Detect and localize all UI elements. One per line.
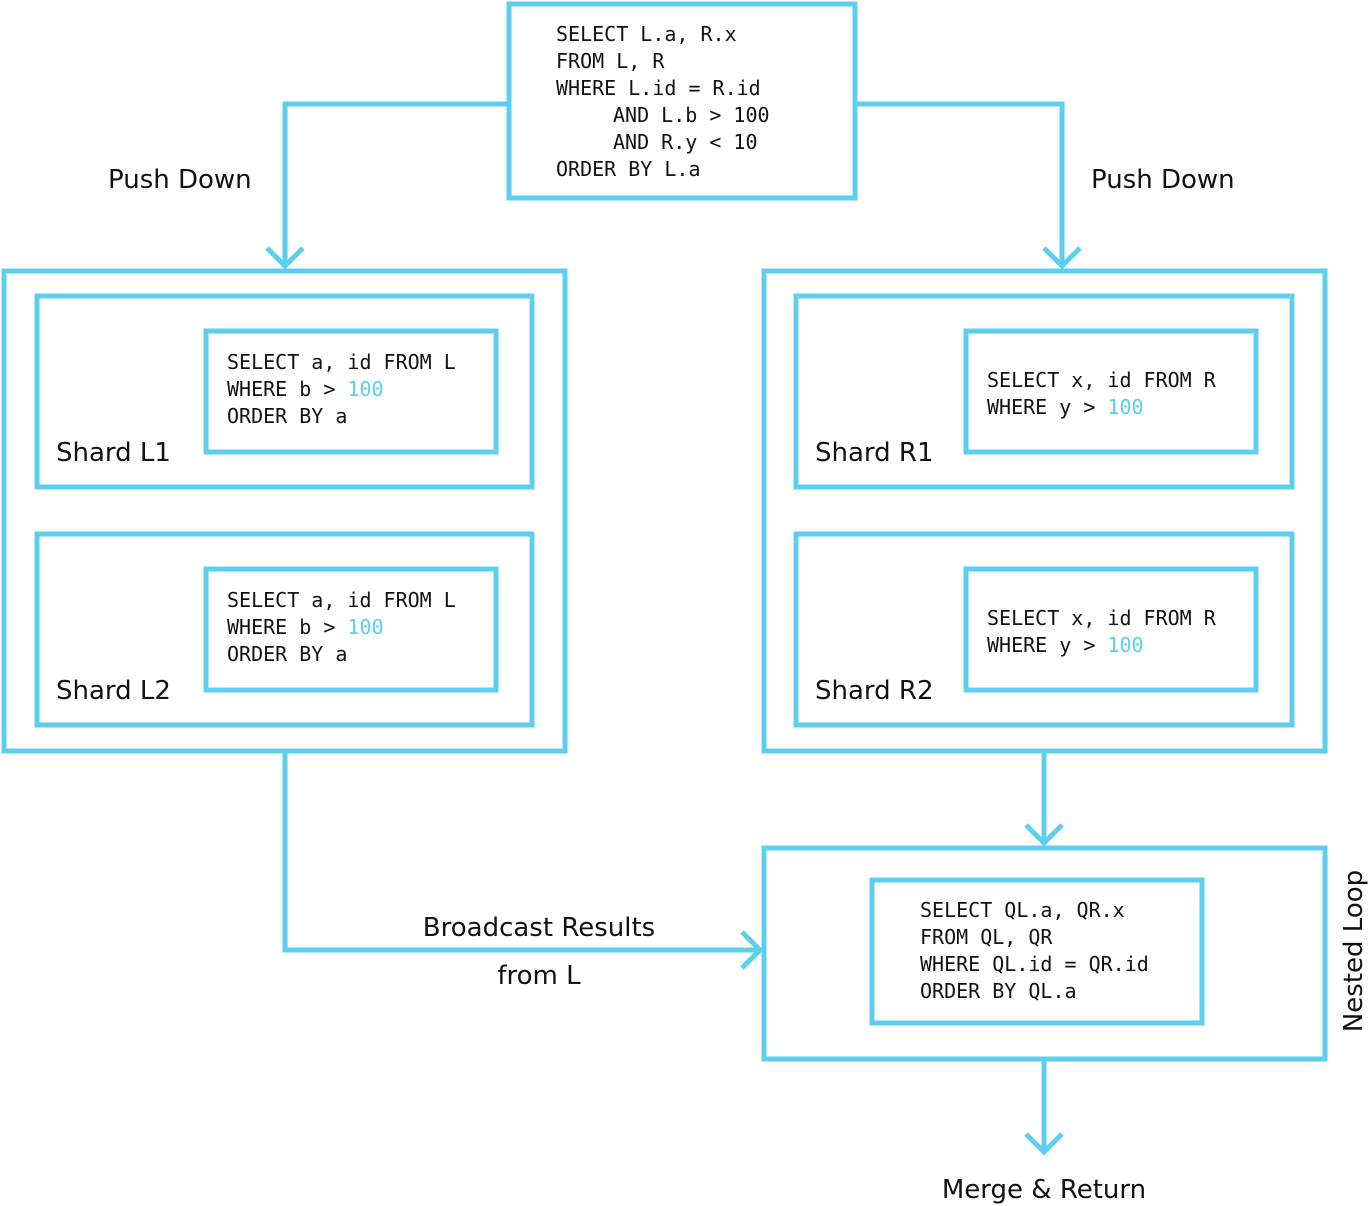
shard-l1-query-line-3: ORDER BY a — [227, 404, 347, 428]
join-query-line-2: FROM QL, QR — [920, 925, 1053, 949]
push-down-left-arrowhead — [265, 246, 305, 270]
push-down-right-line — [855, 101, 1065, 266]
push-down-left-line — [282, 101, 509, 266]
broadcast-connector — [282, 751, 764, 970]
shard-l2-query-line-3: ORDER BY a — [227, 642, 347, 666]
shard-r1-where-clause: WHERE y > — [987, 395, 1107, 419]
top-query-line-6: ORDER BY L.a — [556, 157, 701, 181]
merge-return-connector — [1024, 1059, 1064, 1156]
shard-l1: SELECT a, id FROM L WHERE b > 100 ORDER … — [34, 293, 535, 490]
join-query-line-4: ORDER BY QL.a — [920, 979, 1077, 1003]
top-query-line-1: SELECT L.a, R.x — [556, 22, 737, 46]
push-down-left-connector — [265, 101, 509, 270]
push-down-right-arrowhead — [1042, 246, 1082, 270]
shard-l1-where-clause: WHERE b > — [227, 377, 347, 401]
shard-r1-threshold-value: 100 — [1107, 395, 1143, 419]
top-query-box — [506, 1, 858, 201]
shard-l1-query-line-2: WHERE b > 100 — [227, 377, 384, 401]
shard-r1-query-box — [963, 328, 1259, 455]
join-query-line-1: SELECT QL.a, QR.x — [920, 898, 1125, 922]
join-query-line-3: WHERE QL.id = QR.id — [920, 952, 1149, 976]
broadcast-arrowhead — [740, 930, 764, 970]
shard-r2-where-clause: WHERE y > — [987, 633, 1107, 657]
broadcast-line — [282, 751, 760, 953]
shard-l1-threshold-value: 100 — [347, 377, 383, 401]
shard-r2-box — [793, 531, 1295, 728]
right-results-connector — [1024, 751, 1064, 847]
shard-l2-query-line-2: WHERE b > 100 — [227, 615, 384, 639]
shard-r2: SELECT x, id FROM R WHERE y > 100 Shard … — [793, 531, 1295, 728]
join-node: SELECT QL.a, QR.x FROM QL, QR WHERE QL.i… — [761, 845, 1328, 1062]
top-query-line-3: WHERE L.id = R.id — [556, 76, 761, 100]
shard-r2-threshold-value: 100 — [1107, 633, 1143, 657]
shard-l2: SELECT a, id FROM L WHERE b > 100 ORDER … — [34, 531, 535, 728]
shard-r2-label: Shard R2 — [815, 676, 934, 706]
shard-r2-query-box — [963, 566, 1259, 693]
top-query-line-2: FROM L, R — [556, 49, 665, 73]
shard-r1-query-line-2: WHERE y > 100 — [987, 395, 1144, 419]
shard-l1-label: Shard L1 — [56, 438, 171, 468]
shard-l2-where-clause: WHERE b > — [227, 615, 347, 639]
shard-l2-query-line-1: SELECT a, id FROM L — [227, 588, 456, 612]
nested-loop-label: Nested Loop — [1339, 870, 1369, 1032]
push-down-right-connector — [855, 101, 1082, 270]
shard-r1-label: Shard R1 — [815, 438, 934, 468]
push-down-left-label: Push Down — [108, 165, 252, 195]
push-down-right-label: Push Down — [1091, 165, 1235, 195]
merge-return-arrowhead — [1024, 1132, 1064, 1156]
top-query-node: SELECT L.a, R.x FROM L, R WHERE L.id = R… — [506, 1, 858, 201]
shard-l2-label: Shard L2 — [56, 676, 171, 706]
shard-l2-query-box — [203, 566, 499, 693]
top-query-line-4: AND L.b > 100 — [613, 103, 770, 127]
shard-r2-query-line-1: SELECT x, id FROM R — [987, 606, 1217, 630]
right-results-arrowhead — [1024, 823, 1064, 847]
shard-l2-box — [34, 531, 535, 728]
broadcast-label-line-1: Broadcast Results — [423, 913, 655, 943]
top-query-line-5: AND R.y < 10 — [613, 130, 758, 154]
shard-l1-box — [34, 293, 535, 490]
shard-l2-threshold-value: 100 — [347, 615, 383, 639]
broadcast-label-line-2: from L — [497, 961, 581, 991]
shard-r1-query-line-1: SELECT x, id FROM R — [987, 368, 1217, 392]
merge-return-label: Merge & Return — [942, 1175, 1146, 1205]
join-query-box — [869, 877, 1205, 1026]
shard-l1-query-line-1: SELECT a, id FROM L — [227, 350, 456, 374]
shard-r1: SELECT x, id FROM R WHERE y > 100 Shard … — [793, 293, 1295, 490]
shard-l1-query-box — [203, 328, 499, 455]
shard-r2-query-line-2: WHERE y > 100 — [987, 633, 1144, 657]
shard-r1-box — [793, 293, 1295, 490]
